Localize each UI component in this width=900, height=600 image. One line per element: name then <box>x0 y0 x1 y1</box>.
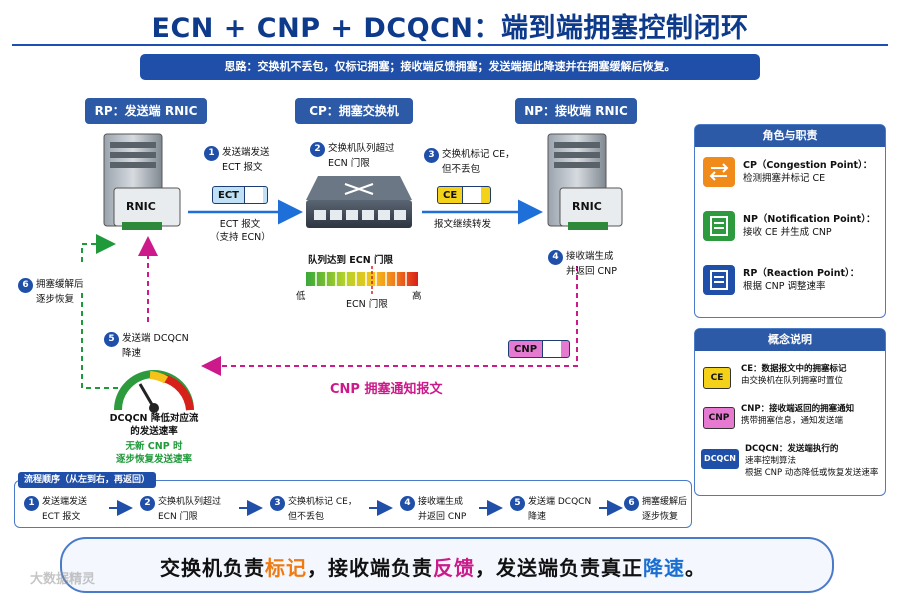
cp-role-icon <box>703 157 735 187</box>
watermark: 大数据精灵 <box>30 572 96 587</box>
subtitle-banner: 思路：交换机不丢包，仅标记拥塞；接收端反馈拥塞；发送端据此降速并在拥塞缓解后恢复… <box>140 54 760 80</box>
recovery-arrow <box>81 234 116 262</box>
forward-caption: 报文继续转发 <box>434 219 492 230</box>
queue-low-label: 低 <box>296 291 306 302</box>
page-title: ECN + CNP + DCQCN：端到端拥塞控制闭环 <box>151 13 749 44</box>
ce-concept-text: CE：数据报文中的拥塞标记由交换机在队列拥塞时置位 <box>741 364 847 386</box>
ect-packet-caption: ECT 报文（支持 ECN） <box>210 219 271 243</box>
rnic-label-receiver: RNIC <box>572 200 602 213</box>
roles-panel: 角色与职责 CP（Congestion Point）：检测拥塞并标记 CE NP… <box>694 124 886 318</box>
rp-role-icon <box>703 265 735 295</box>
rp-role-text: RP（Reaction Point）：根据 CNP 调整速率 <box>743 268 860 292</box>
role-tag-np: NP：接收端 RNIC <box>515 98 637 124</box>
receiver-server-icon <box>547 133 623 230</box>
cp-role-text: CP（Congestion Point）：检测拥塞并标记 CE <box>743 160 873 184</box>
concepts-panel-title: 概念说明 <box>695 329 885 351</box>
role-tag-rp: RP：发送端 RNIC <box>85 98 207 124</box>
cnp-concept-tag: CNP <box>703 407 735 429</box>
title-divider <box>12 44 888 46</box>
concepts-panel: 概念说明 CE CE：数据报文中的拥塞标记由交换机在队列拥塞时置位 CNP CN… <box>694 328 886 496</box>
recover-caption: 无新 CNP 时逐步恢复发送速率 <box>115 441 192 465</box>
rnic-label-sender: RNIC <box>126 200 156 213</box>
cnp-return-arrow <box>201 266 578 376</box>
flow-sequence-title: 流程顺序（从左到右，再返回） <box>18 472 157 488</box>
ce-packet: CE <box>437 186 491 204</box>
np-role-icon <box>703 211 735 241</box>
queue-level-bar <box>306 272 418 286</box>
roles-panel-title: 角色与职责 <box>695 125 885 147</box>
queue-caption: 队列达到 ECN 门限 <box>308 255 394 266</box>
dcqcn-caption: DCQCN 降低对应流的发送速率 <box>109 413 199 437</box>
np-role-text: NP（Notification Point）：接收 CE 并生成 CNP <box>743 214 876 238</box>
ect-packet: ECT <box>212 186 268 204</box>
switch-icon <box>306 176 412 228</box>
cnp-packet: CNP <box>508 340 570 358</box>
recovery-path <box>81 292 118 389</box>
ecn-threshold-label: ECN 门限 <box>346 299 388 310</box>
speed-gauge-icon <box>114 370 194 413</box>
ce-concept-tag: CE <box>703 367 731 389</box>
sender-server-icon <box>103 133 181 230</box>
cnp-concept-text: CNP：接收端返回的拥塞通知携带拥塞信息，通知发送端 <box>741 404 855 426</box>
queue-high-label: 高 <box>412 291 422 302</box>
cnp-message-label: CNP 拥塞通知报文 <box>330 382 443 397</box>
summary-banner <box>60 537 834 593</box>
dcqcn-concept-text: DCQCN：发送端执行的速率控制算法根据 CNP 动态降低或恢复发送速率 <box>745 444 879 478</box>
summary-text: 交换机负责标记，接收端负责反馈，发送端负责真正降速。 <box>160 556 706 580</box>
dcqcn-concept-tag: DCQCN <box>701 449 739 469</box>
flow-sequence-box <box>14 480 692 528</box>
role-tag-cp: CP：拥塞交换机 <box>295 98 413 124</box>
